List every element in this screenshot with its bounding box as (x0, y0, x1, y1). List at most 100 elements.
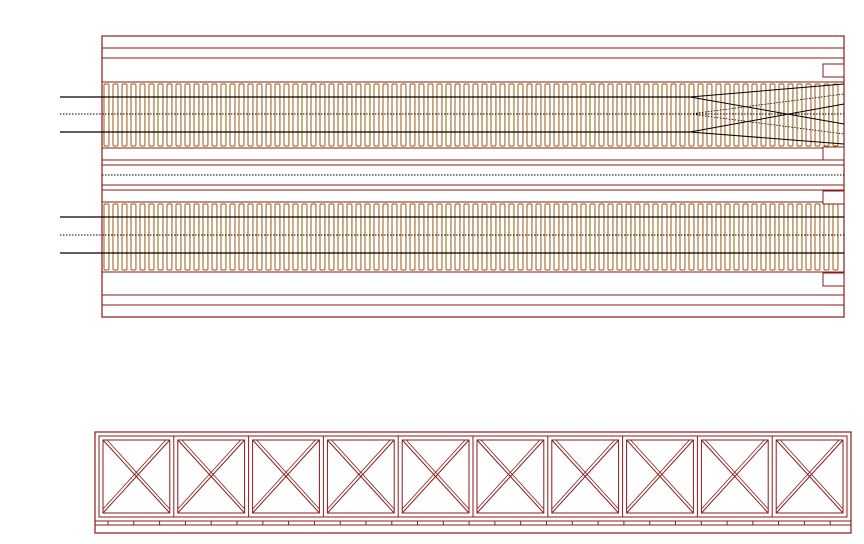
track-tie (544, 203, 551, 271)
track-tie (733, 83, 740, 147)
track-tie (535, 203, 542, 271)
track-tie (175, 203, 182, 271)
track-tie (409, 203, 416, 271)
track-tie (112, 203, 119, 271)
track-tie (832, 83, 839, 147)
track-tie (256, 203, 263, 271)
truss-diagonal (102, 439, 167, 510)
track-tie (742, 83, 749, 147)
track-tie (238, 203, 245, 271)
floor-blocks (107, 521, 831, 525)
track-tie (445, 83, 452, 147)
truss-panel (775, 439, 844, 514)
track-tie (517, 203, 524, 271)
track-tie (571, 83, 578, 147)
truss-diagonal (476, 439, 545, 514)
track-tie (427, 203, 434, 271)
track-tie (778, 203, 785, 271)
track-tie (553, 83, 560, 147)
track-tie (382, 203, 389, 271)
track-tie (166, 83, 173, 147)
track-tie (436, 83, 443, 147)
track-tie (526, 83, 533, 147)
truss-panel (551, 439, 620, 514)
track-tie (409, 83, 416, 147)
track-tie (193, 83, 200, 147)
track-tie (652, 203, 659, 271)
truss-diagonal (252, 439, 320, 514)
track-tie (283, 83, 290, 147)
track-tie (814, 83, 821, 147)
track-tie (121, 83, 128, 147)
track-tie (328, 203, 335, 271)
track-tie (661, 83, 668, 147)
bridge-plan-view (60, 35, 845, 318)
track-ties-lower (103, 203, 839, 271)
track-tie (670, 83, 677, 147)
track-tie (697, 83, 704, 147)
track-tie (445, 203, 452, 271)
track-tie (508, 203, 515, 271)
track-tie (418, 203, 425, 271)
track-tie (661, 203, 668, 271)
track-tie (454, 203, 461, 271)
track-tie (715, 203, 722, 271)
track-tie (724, 83, 731, 147)
track-tie (373, 83, 380, 147)
truss-diagonal (775, 439, 844, 514)
track-tie (391, 203, 398, 271)
track-tie (292, 203, 299, 271)
track-tie (211, 83, 218, 147)
track-tie (526, 203, 533, 271)
truss-diagonal (775, 439, 840, 510)
track-tie (643, 203, 650, 271)
end-tab (822, 63, 845, 78)
track-tie (535, 83, 542, 147)
track-tie (463, 203, 470, 271)
track-tie (823, 203, 830, 271)
track-tie (166, 203, 173, 271)
truss-diagonal (551, 439, 615, 510)
bridge-elevation-view (94, 431, 852, 534)
track-tie (625, 203, 632, 271)
track-tie (562, 203, 569, 271)
track-tie (130, 203, 137, 271)
track-tie (220, 83, 227, 147)
track-tie (688, 83, 695, 147)
track-tie (103, 83, 110, 147)
track-tie (346, 83, 353, 147)
track-tie (472, 83, 479, 147)
truss-diagonal (177, 439, 241, 510)
track-tie (355, 83, 362, 147)
track-tie (355, 203, 362, 271)
truss-panel (326, 439, 395, 514)
track-tie (202, 203, 209, 271)
track-tie (580, 203, 587, 271)
track-tie (787, 203, 794, 271)
track-tie (751, 83, 758, 147)
track-tie (490, 83, 497, 147)
track-tie (832, 203, 839, 271)
track-tie (157, 83, 164, 147)
track-tie (148, 83, 155, 147)
rail-fan-centerline (689, 113, 845, 135)
track-tie (742, 203, 749, 271)
track-tie (310, 203, 317, 271)
track-tie (796, 83, 803, 147)
track-tie (598, 83, 605, 147)
track-tie (499, 203, 506, 271)
track-tie (670, 203, 677, 271)
track-tie (679, 83, 686, 147)
track-tie (589, 203, 596, 271)
track-tie (643, 83, 650, 147)
track-tie (400, 83, 407, 147)
end-tab (822, 272, 845, 287)
track-tie (607, 83, 614, 147)
track-tie (373, 203, 380, 271)
end-tab (822, 146, 845, 161)
track-tie (193, 203, 200, 271)
track-tie (805, 203, 812, 271)
track-tie (256, 83, 263, 147)
track-tie (238, 83, 245, 147)
track-tie (247, 203, 254, 271)
